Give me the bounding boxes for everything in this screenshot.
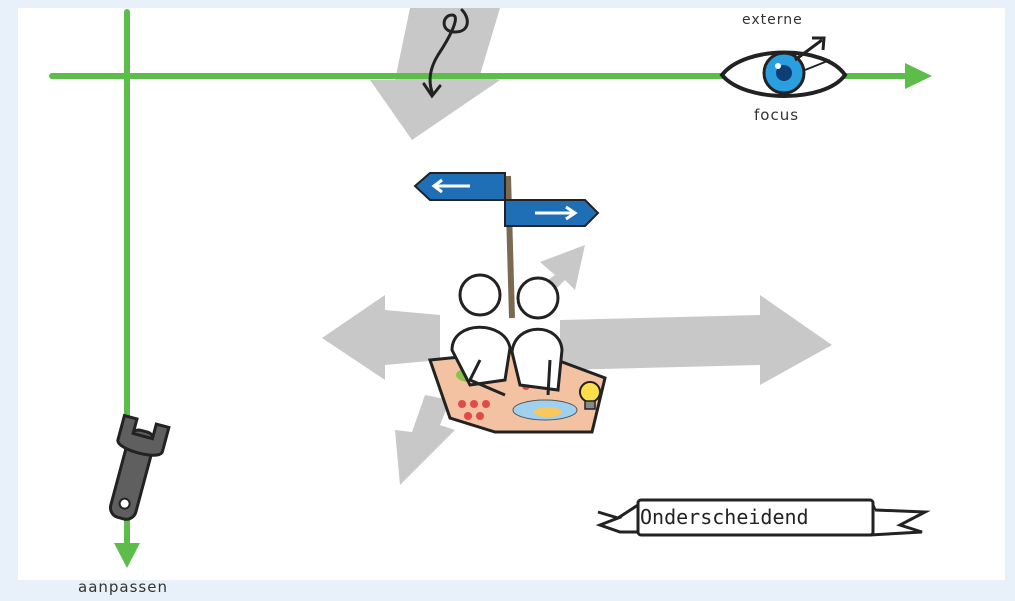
eye-icon: [719, 36, 848, 98]
banner: [595, 498, 931, 537]
left-gray-arrow: [322, 295, 440, 380]
people-icon: [450, 273, 564, 397]
vertical-axis-arrowhead: [114, 543, 140, 568]
wrench-icon: [108, 413, 171, 521]
label-focus: focus: [754, 106, 800, 124]
down-left-gray-arrow: [395, 395, 455, 485]
horizontal-axis-arrowhead: [905, 63, 932, 89]
label-aanpassen: aanpassen: [78, 578, 168, 596]
right-gray-arrow: [560, 295, 832, 385]
label-externe: externe: [742, 12, 803, 28]
lightbulb-icon: [579, 381, 601, 410]
loop-arrow-icon: [422, 8, 469, 99]
label-onderscheidend: Onderscheidend: [640, 505, 809, 529]
signpost-icon: [413, 172, 600, 319]
